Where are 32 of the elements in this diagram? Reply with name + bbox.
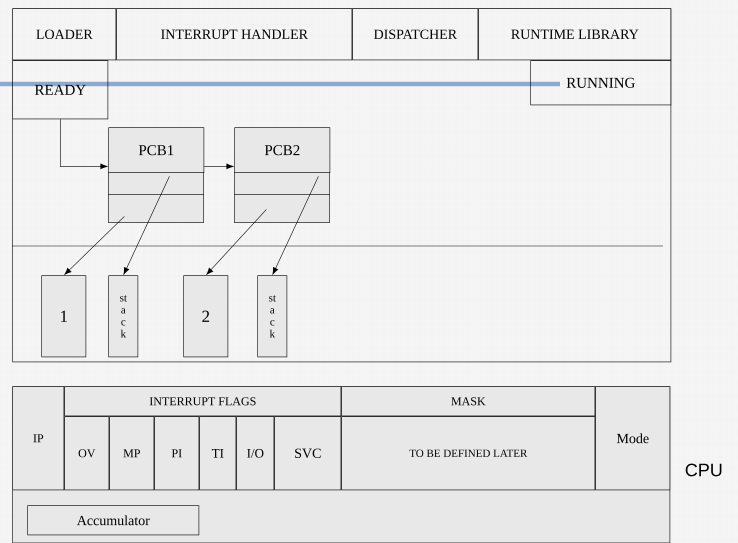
register-cell: IP: [12, 386, 64, 490]
program-cell: INTERRUPT HANDLER: [116, 8, 352, 60]
register-cell: TI: [199, 416, 236, 490]
register-cell: OV: [64, 416, 110, 490]
program-cell: LOADER: [12, 8, 116, 60]
register-cell: MASK: [341, 386, 596, 416]
accumulator-box: Accumulator: [27, 505, 200, 536]
pcb-box: PCB2: [234, 127, 330, 223]
register-cell: I/O: [236, 416, 274, 490]
code-box: 2: [183, 275, 228, 358]
queue-box: READY: [12, 60, 108, 120]
register-cell: PI: [154, 416, 200, 490]
register-cell: MP: [109, 416, 154, 490]
pcb-box: PCB1: [108, 127, 204, 223]
stack-box: st a c k: [108, 275, 138, 358]
node-label: PCB1: [138, 145, 174, 156]
program-cell: RUNTIME LIBRARY: [478, 8, 672, 60]
register-cell: Mode: [595, 386, 670, 490]
node-label: PCB2: [264, 145, 300, 156]
memory-box: [12, 8, 672, 362]
queue-box: RUNNING: [530, 60, 672, 106]
register-cell: SVC: [274, 416, 342, 490]
arrow: [60, 118, 108, 170]
arrow: [64, 216, 125, 275]
stack-box: st a c k: [257, 275, 288, 358]
code-box: 1: [41, 275, 86, 358]
side-label: CPU: [686, 464, 722, 476]
arrow: [204, 164, 234, 170]
arrow: [206, 209, 267, 275]
program-cell: DISPATCHER: [352, 8, 478, 60]
arrow: [272, 176, 319, 275]
arrow: [124, 176, 170, 275]
